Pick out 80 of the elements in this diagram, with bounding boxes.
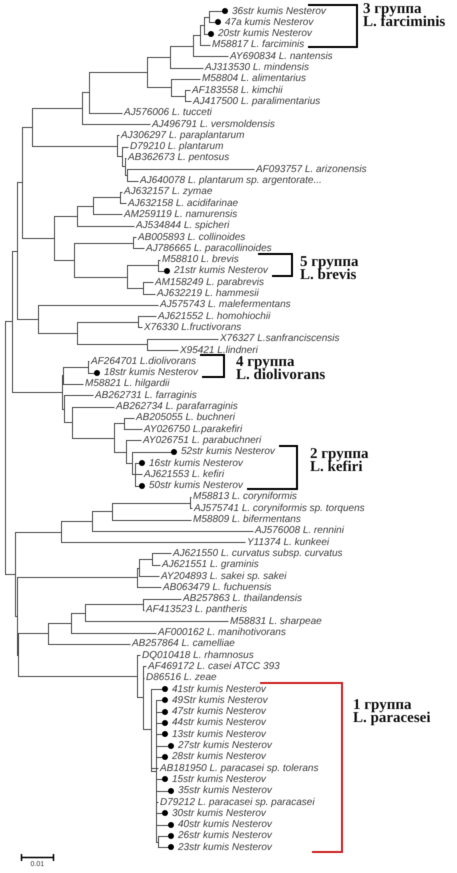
taxon-label: AJ632158 L. acidifarinae (128, 198, 238, 209)
taxon-label: 21str kumis Nesterov (174, 265, 268, 276)
taxon-label: AF469172 L. casei ATCC 393 (148, 660, 280, 672)
taxon-label: 15str kumis Nesterov (172, 774, 266, 785)
taxon-label: AJ640078 L. plantarum sp. argentorate... (140, 175, 322, 186)
group-label: 5 группа L. brevis (300, 256, 358, 282)
group-label: 2 группа L. kefiri (310, 448, 368, 474)
taxon-label: 20str kumis Nesterov (218, 28, 312, 40)
taxon-label: AB362673 L. pentosus (128, 152, 230, 164)
taxon-label: M58817 L. farciminis (212, 39, 304, 50)
taxon-label: AY026751 L. parabuchneri (143, 434, 262, 446)
taxon-label: AB205055 L. buchneri (136, 412, 235, 424)
taxon-label: AM259119 L. namurensis (124, 208, 238, 220)
taxon-label: M58810 L. brevis (162, 254, 239, 266)
taxon-label: AY690834 L. nantensis (230, 50, 333, 62)
taxon-label: M58809 L. bifermentans (193, 514, 301, 525)
taxon-label: AM158249 L. parabrevis (155, 276, 264, 288)
taxon-label: AB005893 L. collinoides (138, 232, 246, 242)
taxon-label: 23str kumis Nesterov (178, 842, 272, 853)
taxon-label: 50str kumis Nesterov (149, 480, 243, 492)
taxon-label: X95421 L.lindneri (180, 344, 258, 356)
taxon-label: AY026750 L.parakefiri (144, 424, 242, 435)
taxon-label: AJ313530 L. mindensis (205, 62, 309, 73)
taxon-label: 36str kumis Nesterov (232, 6, 326, 16)
taxon-label: 52str kumis Nesterov (181, 446, 275, 458)
taxon-label: AB262734 L. parafarraginis (116, 401, 238, 412)
taxon-label: M58804 L. alimentarius (202, 73, 306, 84)
taxon-label: AJ576008 L. rennini (255, 525, 344, 536)
taxon-label: AJ496791 L. versmoldensis (152, 118, 275, 130)
taxon-label: AY204893 L. sakei sp. sakei (161, 570, 286, 582)
taxon-label: 40str kumis Nesterov (178, 819, 272, 830)
taxon-label: 30str kumis Nesterov (172, 808, 266, 819)
taxon-label: AB257863 L. thailandensis (183, 593, 302, 604)
taxon-label: 26str kumis Nesterov (178, 830, 272, 842)
taxon-label: 35str kumis Nesterov (178, 785, 272, 796)
taxon-label: D79210 L. plantarum (130, 141, 224, 152)
taxon-label: AJ621550 L. curvatus subsp. curvatus (173, 548, 343, 559)
taxon-label: AF000162 L. manihotivorans (158, 627, 286, 638)
taxon-label: AJ576006 L. tucceti (124, 107, 212, 118)
taxon-label: AJ621552 L. homohiochii (158, 310, 270, 322)
taxon-label: AJ621553 L. kefiri (144, 468, 224, 480)
taxon-label: 13str kumis Nesterov (172, 728, 266, 740)
taxon-label: AJ417500 L. paralimentarius (193, 96, 320, 107)
taxon-label: AF264701 L.diolivorans (91, 356, 196, 367)
taxon-label: X76330 L.fructivorans (144, 322, 242, 333)
taxon-label: X76327 L.sanfranciscensis (220, 333, 340, 344)
taxon-label: DQ010418 L. rhamnosus (142, 650, 254, 661)
taxon-label: AJ786665 L. paracollinoides (146, 242, 272, 254)
taxon-label: AJ575743 L. malefermentans (160, 299, 291, 310)
taxon-label: 47str kumis Nesterov (172, 706, 266, 718)
taxon-label: 47a kumis Nesterov (225, 16, 314, 28)
group-label: 3 группа L. farciminis (363, 3, 446, 29)
taxon-label: M58821 L. hilgardii (85, 378, 170, 390)
taxon-label: AB257864 L. camelliae (132, 638, 235, 650)
taxon-label: AB181950 L. paracasei sp. tolerans (160, 762, 318, 774)
taxon-label: AB262731 L. farraginis (95, 390, 197, 401)
taxon-label: D86516 L. zeae (146, 672, 217, 684)
taxon-label: M58813 L. coryniformis (193, 491, 297, 502)
taxon-label: 16str kumis Nesterov (149, 458, 243, 468)
taxon-label: AJ306297 L. paraplantarum (121, 130, 244, 141)
taxon-label: 44str kumis Nesterov (172, 717, 266, 728)
taxon-label: AJ632157 L. zymae (124, 186, 212, 198)
taxon-label: D79212 L. paracasei sp. paracasei (160, 796, 315, 808)
group-label: 1 группа L. paracesei (353, 699, 430, 725)
taxon-label: AB063479 L. fuchuensis (163, 582, 272, 593)
taxon-label: M58831 L. sharpeae (230, 616, 322, 627)
taxon-label: Y11374 L. kunkeei (247, 536, 330, 548)
taxon-label: AJ621551 L. graminis (162, 559, 259, 570)
taxon-label: 27str kumis Nesterov (178, 740, 272, 751)
taxon-label: AF093757 L. arizonensis (256, 164, 367, 175)
taxon-label: AF183558 L. kimchii (192, 84, 283, 96)
taxon-label: AJ575741 L. coryniformis sp. torquens (194, 502, 365, 514)
taxon-label: 28str kumis Nesterov (172, 751, 266, 762)
taxon-label: 49Str kumis Nesterov (172, 694, 268, 706)
taxon-label: AF413523 L. pantheris (146, 604, 248, 616)
taxon-label: 41str kumis Nesterov (172, 684, 266, 694)
group-label: 4 группа L. diolivorans (236, 356, 326, 382)
taxon-label: 18str kumis Nesterov (104, 367, 198, 378)
taxon-label: AJ632219 L. hammesii (157, 288, 259, 299)
taxon-label: AJ534844 L. spicheri (136, 220, 230, 232)
